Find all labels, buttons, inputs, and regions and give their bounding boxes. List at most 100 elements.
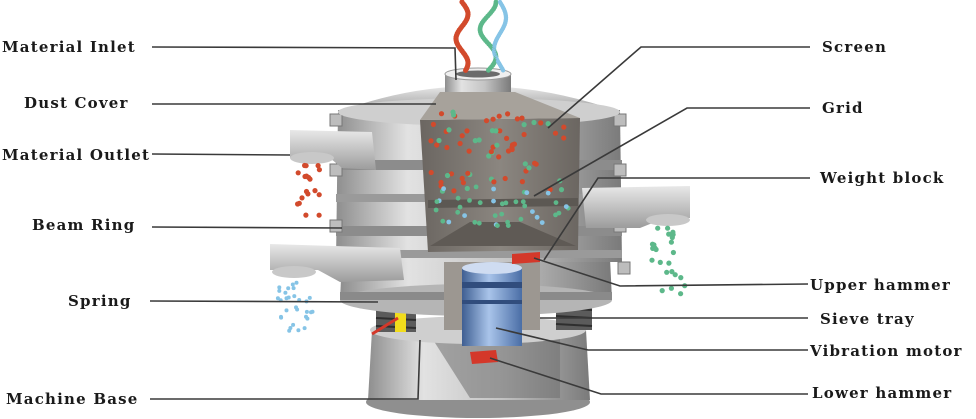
particle [490, 116, 496, 122]
particle [670, 229, 676, 235]
particle [491, 198, 496, 204]
particle [493, 128, 499, 134]
particle [538, 120, 544, 126]
particle [457, 204, 463, 210]
particle [284, 308, 289, 313]
particle [553, 212, 558, 218]
label-sieve-tray: Sieve tray [820, 310, 915, 328]
particle [476, 137, 482, 143]
particle [450, 109, 456, 115]
leader-lines [149, 46, 810, 400]
label-weight-block: Weight block [819, 169, 945, 187]
particle [463, 67, 469, 73]
particle [473, 184, 479, 190]
particle [275, 296, 280, 301]
label-spring: Spring [68, 292, 132, 310]
particle [287, 328, 292, 333]
particle [302, 326, 307, 331]
particle [476, 220, 482, 226]
particle [552, 130, 559, 136]
particle [553, 200, 559, 206]
particle [518, 216, 524, 222]
particle [440, 218, 446, 224]
particle [505, 223, 511, 229]
particle [464, 128, 470, 134]
particle [532, 160, 538, 166]
particle [299, 195, 305, 201]
particle [492, 213, 498, 219]
particle [563, 204, 569, 210]
particle [657, 259, 663, 265]
label-machine-base: Machine Base [6, 390, 139, 408]
particle [316, 167, 322, 173]
particle [497, 128, 503, 134]
particle [279, 314, 283, 319]
particle [558, 187, 565, 193]
particle [290, 282, 295, 287]
particle [486, 153, 492, 159]
particle [678, 291, 684, 297]
particle [433, 207, 439, 213]
particle [488, 149, 494, 155]
particle [303, 163, 309, 169]
particle [526, 165, 532, 171]
particle [499, 211, 505, 217]
particle [534, 214, 540, 220]
particle [649, 257, 655, 263]
particle [495, 223, 500, 229]
particle [459, 133, 465, 139]
particle [668, 285, 675, 291]
particle [651, 242, 657, 248]
particle [522, 161, 528, 167]
particle [277, 288, 282, 293]
particle [669, 269, 675, 275]
particle [494, 142, 500, 148]
particle [428, 138, 434, 144]
particle [448, 171, 455, 177]
particle [438, 111, 445, 117]
label-lower-hammer: Lower hammer [812, 384, 952, 402]
particle [444, 172, 451, 179]
label-beam-ring: Beam Ring [32, 216, 135, 234]
particle [446, 127, 452, 133]
particle [286, 286, 291, 291]
particle [316, 212, 322, 218]
particle [436, 137, 442, 144]
particle [491, 179, 497, 185]
particle [434, 142, 440, 148]
particle [666, 260, 672, 266]
particle [464, 185, 470, 192]
particle [545, 190, 551, 196]
label-grid: Grid [822, 99, 864, 117]
particle [664, 269, 670, 275]
particle [496, 154, 502, 160]
particle [277, 285, 282, 290]
material-outlet-spouts [270, 130, 690, 282]
particle [472, 219, 478, 225]
particle [655, 225, 661, 231]
particle [659, 288, 665, 294]
particle [561, 135, 567, 141]
particle [441, 186, 446, 192]
particle [462, 213, 467, 219]
particle [315, 163, 321, 169]
particle [504, 135, 510, 141]
particle [305, 191, 311, 197]
particle [483, 118, 490, 124]
label-screen: Screen [822, 38, 887, 56]
particle [472, 138, 478, 144]
particle [499, 201, 505, 207]
particle [451, 188, 457, 194]
particle [296, 200, 302, 206]
particle [653, 246, 659, 253]
particle [292, 294, 297, 299]
particle [467, 198, 472, 203]
particle [312, 188, 318, 194]
particle [291, 322, 296, 327]
particle [500, 68, 506, 73]
label-upper-hammer: Upper hammer [810, 276, 951, 294]
right-labels: Screen Grid Weight block Upper hammer Si… [809, 38, 961, 402]
particle [514, 116, 521, 122]
particle [502, 175, 508, 182]
